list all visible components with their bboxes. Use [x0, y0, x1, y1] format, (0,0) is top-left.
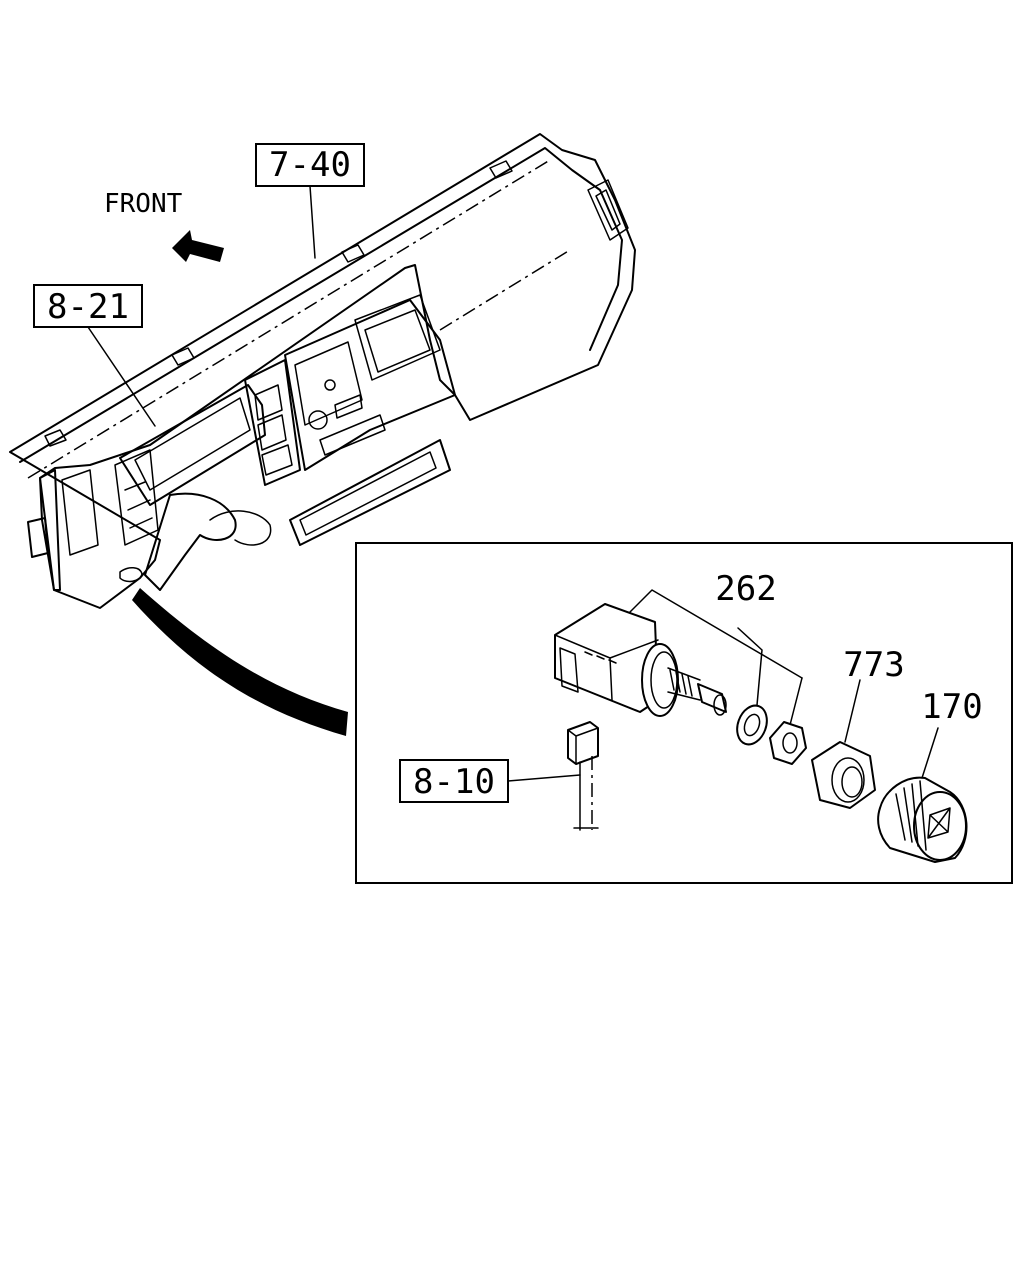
dashboard-assembly [9, 133, 636, 609]
washer [736, 704, 768, 746]
radio-bay [354, 294, 441, 381]
bezel-773 [811, 741, 876, 809]
hex-nut [769, 721, 807, 765]
cluster-hood [119, 384, 266, 506]
knob-170 [877, 776, 968, 863]
callout-harness[interactable]: 8-10 [413, 762, 495, 802]
leader-harness [507, 774, 581, 782]
switch-panel [244, 359, 301, 486]
leader-cluster [87, 326, 156, 427]
callout-bezel[interactable]: 773 [843, 645, 904, 685]
leader-bezel [844, 679, 861, 743]
control-panel [294, 341, 363, 426]
column-cutout [144, 492, 237, 591]
side-vent [587, 179, 629, 241]
lower-tray [289, 439, 451, 546]
front-label: FRONT [104, 189, 183, 219]
switch-262 [554, 603, 727, 717]
vent-2 [171, 347, 195, 366]
vent-4 [489, 160, 513, 179]
callout-switch[interactable]: 262 [715, 569, 776, 609]
dashboard-top-edge [19, 147, 623, 463]
threaded-shaft [669, 669, 693, 697]
vent-1 [44, 429, 67, 447]
dashboard-shell [9, 133, 636, 609]
harness-connector [567, 721, 599, 765]
knob-indicator-icon [927, 807, 951, 839]
cluster-face [134, 397, 251, 491]
switch-shaft-tip [697, 683, 727, 713]
dashboard-centerline [27, 159, 551, 479]
knob-grip [895, 780, 927, 851]
leader-switch [629, 589, 803, 679]
detail-pointer [132, 588, 348, 736]
vent-3 [341, 244, 365, 263]
switch-location [119, 567, 143, 583]
callout-knob[interactable]: 170 [921, 687, 982, 727]
callout-dashboard[interactable]: 7-40 [269, 145, 351, 185]
center-stack [284, 299, 456, 471]
leader-knob [921, 727, 939, 779]
side-connector [27, 517, 49, 558]
knob-face [913, 791, 967, 861]
callout-box-dashboard [255, 143, 365, 187]
front-arrow-icon [172, 230, 224, 262]
leader-dashboard [309, 185, 316, 259]
callout-cluster[interactable]: 8-21 [47, 287, 129, 327]
